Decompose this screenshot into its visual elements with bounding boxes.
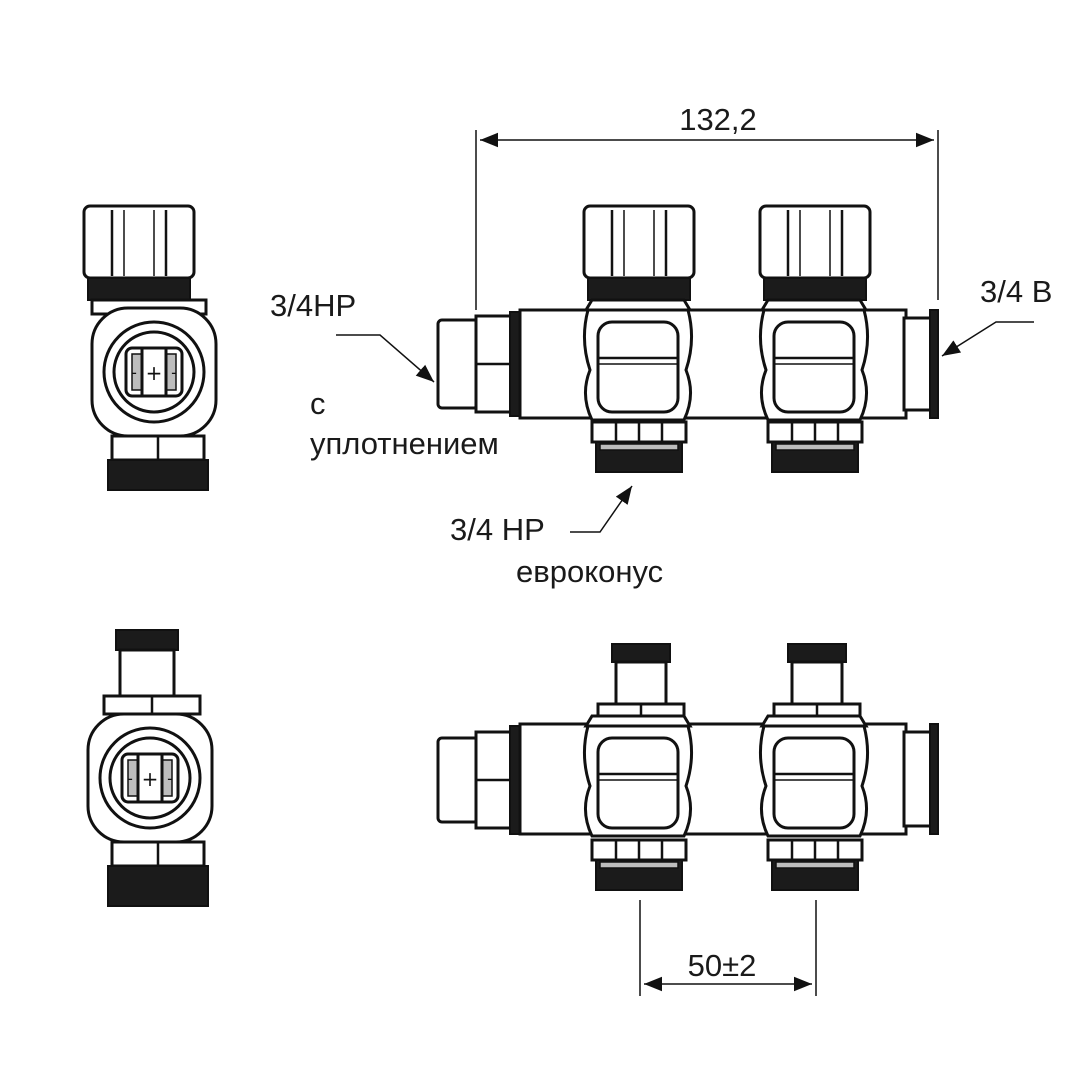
dimension-total-label: 132,2 xyxy=(679,102,757,137)
inlet-seal-label-2: уплотнением xyxy=(310,426,499,461)
manifold-front-top xyxy=(436,204,939,474)
manifold-front-bottom xyxy=(436,642,939,892)
dimension-branch-pitch: 50±2 xyxy=(639,900,817,996)
inlet-seal-label-1: с xyxy=(310,386,326,421)
dimension-pitch-label: 50±2 xyxy=(688,948,757,983)
branch-thread-label: 3/4 НР xyxy=(450,512,545,547)
side-view-top xyxy=(82,204,218,491)
callout-inlet: 3/4НР с уплотнением xyxy=(270,288,499,461)
callout-outlet: 3/4 В xyxy=(941,274,1052,357)
branch-type-label: евроконус xyxy=(516,554,663,589)
side-view-bottom xyxy=(86,629,214,907)
outlet-thread-label: 3/4 В xyxy=(980,274,1052,309)
inlet-thread-label: 3/4НР xyxy=(270,288,356,323)
dimension-total-length: 132,2 xyxy=(475,102,939,310)
callout-branch: 3/4 НР евроконус xyxy=(450,485,663,589)
